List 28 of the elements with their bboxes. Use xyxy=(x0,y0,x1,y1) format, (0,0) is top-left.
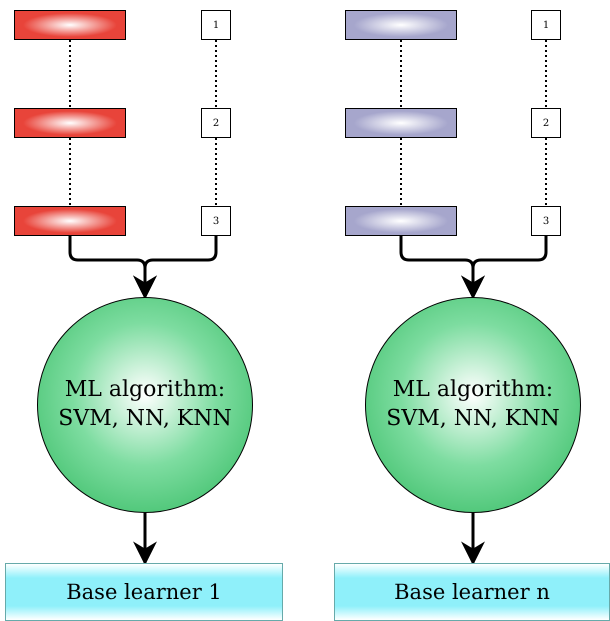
arrow xyxy=(461,513,485,566)
dotted-line xyxy=(215,138,217,206)
dotted-line xyxy=(215,40,217,108)
dotted-line xyxy=(400,40,402,108)
arrow xyxy=(133,513,157,566)
arrow xyxy=(461,236,548,300)
color-bar xyxy=(14,10,126,40)
number-box: 1 xyxy=(531,10,561,40)
number-box: 3 xyxy=(531,206,561,236)
number-box: 3 xyxy=(201,206,231,236)
color-bar xyxy=(345,10,457,40)
color-bar xyxy=(345,206,457,236)
color-bar xyxy=(14,108,126,138)
dotted-line xyxy=(69,40,71,108)
dotted-line xyxy=(545,138,547,206)
learner-box: Base learner 1 xyxy=(5,563,283,621)
algorithm-circle: ML algorithm: SVM, NN, KNN xyxy=(365,297,581,513)
arrow xyxy=(133,236,218,300)
number-box: 2 xyxy=(531,108,561,138)
dotted-line xyxy=(69,138,71,206)
dotted-line xyxy=(400,138,402,206)
number-box: 2 xyxy=(201,108,231,138)
number-box: 1 xyxy=(201,10,231,40)
algorithm-circle: ML algorithm: SVM, NN, KNN xyxy=(37,297,253,513)
dotted-line xyxy=(545,40,547,108)
color-bar xyxy=(345,108,457,138)
color-bar xyxy=(14,206,126,236)
learner-box: Base learner n xyxy=(334,563,610,621)
